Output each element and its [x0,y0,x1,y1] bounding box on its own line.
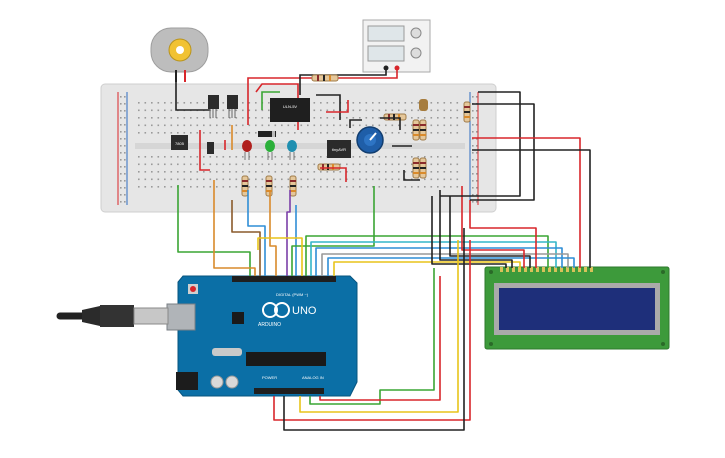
capacitor [419,99,428,111]
timer-ic-label: tinyAVR [332,147,346,152]
potentiometer [356,126,384,154]
timer-ic: tinyAVR [327,140,351,158]
regulator-label: 7805 [175,141,185,146]
resistor [419,119,427,141]
resistor [463,101,471,123]
arduino-digital-label: DIGITAL (PWM ~) [276,292,309,297]
power-supply [362,19,431,73]
arduino-power-label: POWER [262,375,277,380]
led-red [242,140,252,160]
relay-label: ULN-5V [283,104,298,109]
voltage-regulator: 7805 [171,135,188,150]
transistor-1 [208,95,219,118]
resistor [289,175,297,197]
led-blue [287,140,297,160]
arduino-logo-text: UNO [292,305,317,317]
arduino-analog-label: ANALOG IN [302,375,324,380]
usb-cable-icon [56,305,169,327]
arduino-brand-text: ARDUINO [258,322,281,328]
dc-motor [150,27,209,82]
resistor [383,113,407,121]
transistor-2 [227,95,238,118]
resistor [265,175,273,197]
diode [258,131,276,137]
lcd-display [484,266,670,350]
breadboard-holes [120,96,478,203]
breadboard-resistors [241,101,471,197]
resistor [412,157,420,179]
resistor [241,175,249,197]
breadboard-jumpers [224,117,420,182]
arduino-uno: UNO ARDUINO DIGITAL (PWM ~) POWER ANALOG… [166,275,358,397]
resistor [419,157,427,179]
lcd-pin-header [500,267,593,272]
resistor-top [311,74,339,82]
led-green [265,140,275,160]
resistor [317,163,341,171]
relay: ULN-5V [270,98,310,122]
ceramic-capacitor [207,142,214,154]
resistor [412,119,420,141]
long-wiring [177,91,591,431]
